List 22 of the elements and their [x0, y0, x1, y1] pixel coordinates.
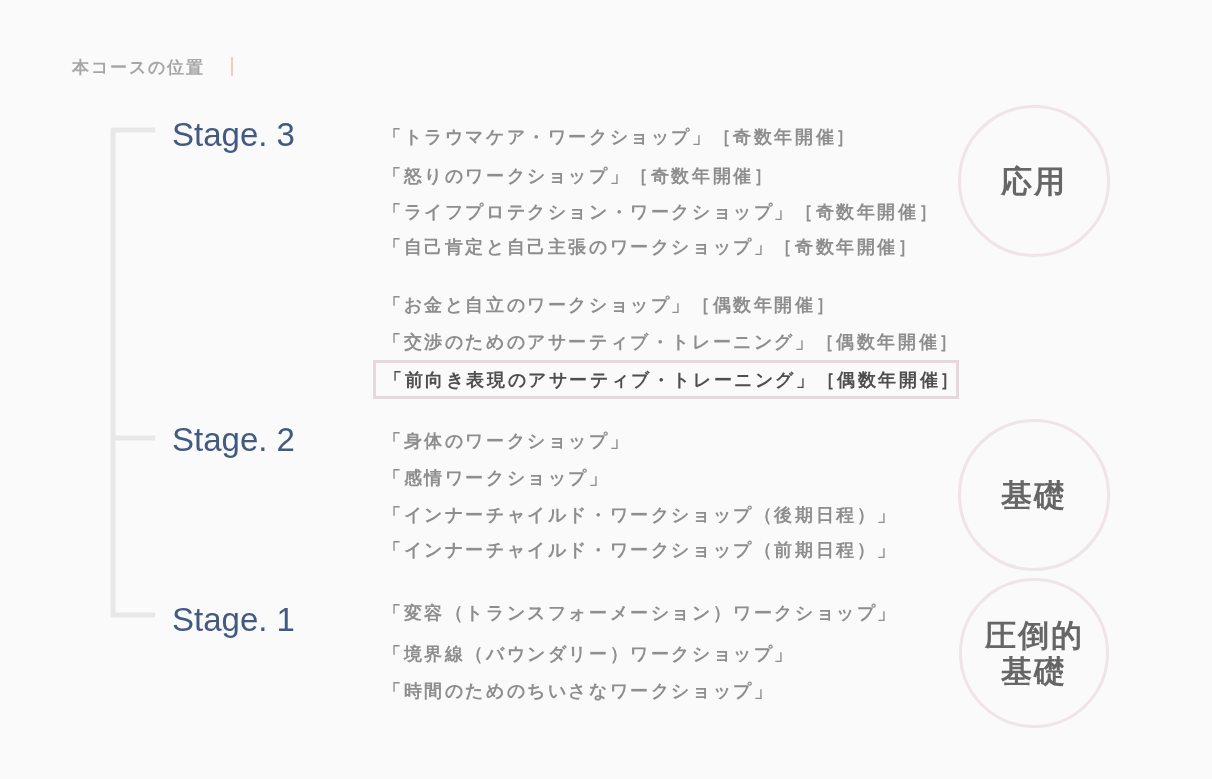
- course-title: 「交渉のためのアサーティブ・トレーニング」［偶数年開催］: [383, 330, 960, 354]
- section-title: 本コースの位置: [72, 56, 205, 78]
- course-title: 「身体のワークショップ」: [383, 429, 631, 453]
- course-title: 「インナーチャイルド・ワークショップ（前期日程）」: [383, 538, 898, 562]
- circle-label: 圧倒的基礎: [983, 617, 1085, 689]
- course-title: 「時間のためのちいさなワークショップ」: [383, 679, 775, 703]
- course-title: 「ライフプロテクション・ワークショップ」［奇数年開催］: [383, 200, 940, 224]
- course-title: 「前向き表現のアサーティブ・トレーニング」［偶数年開催］: [383, 367, 961, 392]
- course-title: 「変容（トランスフォーメーション）ワークショップ」: [383, 601, 898, 625]
- stage-heading: Stage. 2: [172, 420, 295, 460]
- stage-heading: Stage. 1: [172, 600, 295, 640]
- highlight-box: [373, 360, 959, 399]
- course-title: 「インナーチャイルド・ワークショップ（後期日程）」: [383, 503, 898, 527]
- circle-label: 基礎: [1001, 477, 1067, 513]
- circle-label: 応用: [1001, 163, 1067, 199]
- stage-heading: Stage. 3: [172, 115, 295, 155]
- course-title: 「お金と自立のワークショップ」［偶数年開催］: [383, 293, 837, 317]
- course-title: 「感情ワークショップ」: [383, 466, 610, 490]
- course-title: 「境界線（バウンダリー）ワークショップ」: [383, 642, 795, 666]
- course-title: 「怒りのワークショップ」［奇数年開催］: [383, 164, 775, 188]
- course-title: 「トラウマケア・ワークショップ」［奇数年開催］: [383, 125, 857, 149]
- course-title: 「自己肯定と自己主張のワークショップ」［奇数年開催］: [383, 235, 919, 259]
